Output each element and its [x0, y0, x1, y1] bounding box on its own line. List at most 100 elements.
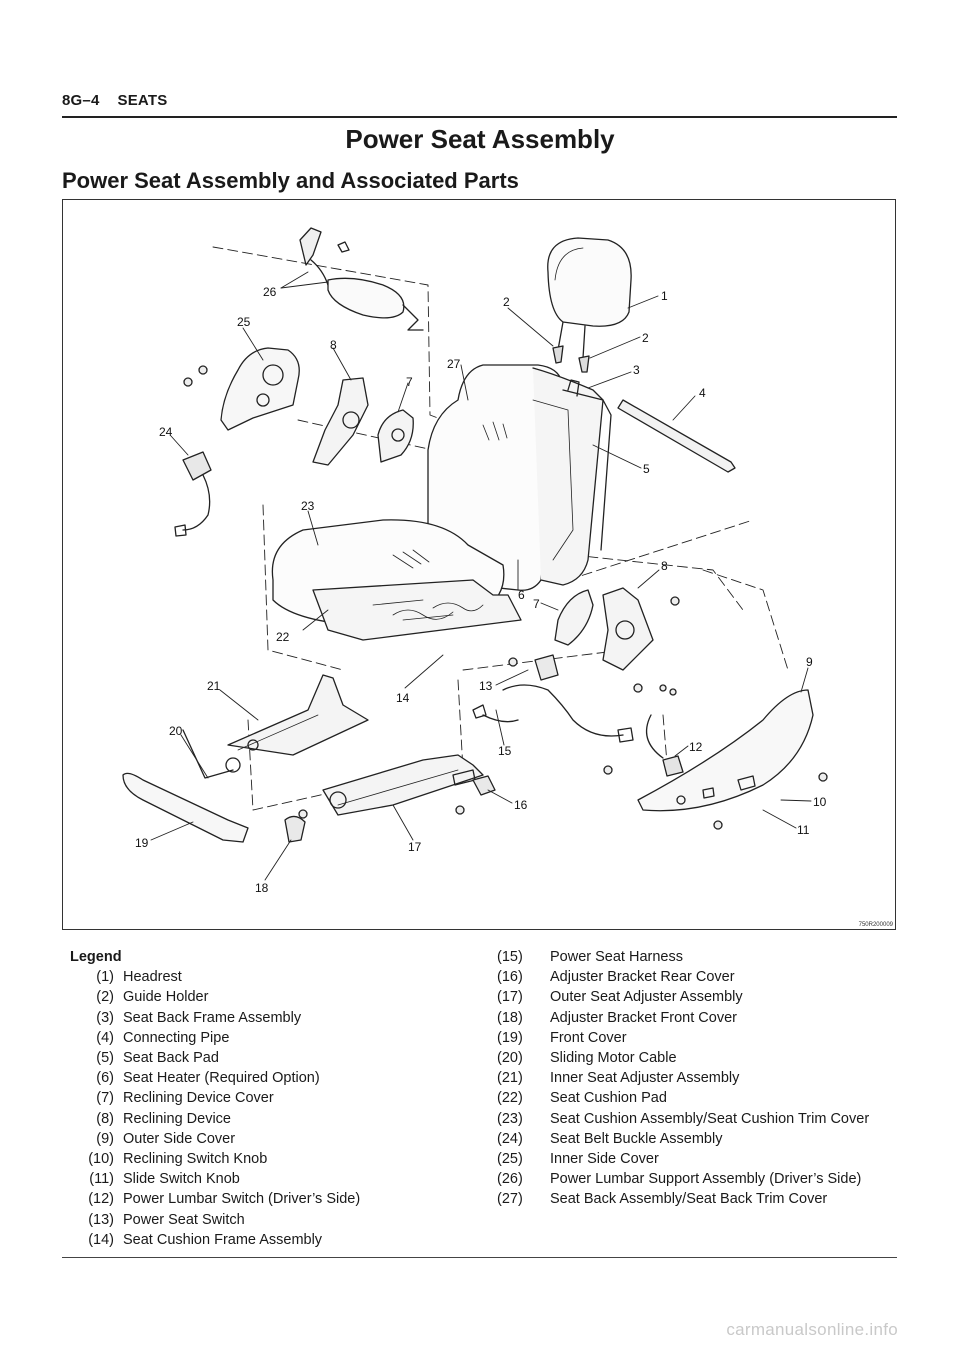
legend-item-text: Reclining Device Cover	[123, 1090, 274, 1107]
legend-item-text: Inner Side Cover	[550, 1151, 659, 1168]
callout-10: 10	[813, 795, 827, 809]
legend-item: (25) Inner Side Cover	[497, 1149, 897, 1169]
callout-5: 5	[643, 462, 650, 476]
bracket-covers-shape	[284, 775, 496, 843]
legend-item: (4)Connecting Pipe	[70, 1028, 490, 1048]
reclining-device-right-shape	[554, 587, 654, 671]
callout-20: 20	[169, 724, 183, 738]
callout-2b: 2	[642, 331, 649, 345]
callout-1: 1	[661, 289, 668, 303]
legend-item-number: (13)	[88, 1211, 114, 1228]
legend-item-text: Seat Back Pad	[123, 1050, 219, 1067]
legend-item: (14) Seat Cushion Frame Assembly	[70, 1230, 490, 1250]
front-cover-shape	[122, 729, 249, 843]
inner-side-cover-shape	[220, 347, 300, 431]
legend-item-text: Headrest	[123, 969, 182, 986]
callout-22: 22	[276, 630, 290, 644]
legend-item-text: Seat Cushion Frame Assembly	[123, 1231, 323, 1248]
footer-rule	[62, 1257, 897, 1258]
legend-item-text: Reclining Device	[123, 1110, 231, 1127]
legend-item-text: Sliding Motor Cable	[550, 1050, 677, 1067]
seat-belt-buckle-shape	[174, 451, 212, 537]
legend-item-number: (23)	[497, 1110, 523, 1127]
connecting-pipe-shape	[617, 399, 736, 473]
legend-item: (26)Power Lumbar Support Assembly (Drive…	[497, 1169, 897, 1189]
legend-item-text: Power Seat Switch	[123, 1211, 245, 1228]
legend-item: (21) Inner Seat Adjuster Assembly	[497, 1068, 897, 1088]
legend-item-number: (10)	[88, 1151, 114, 1168]
legend-item-text: Adjuster Bracket Front Cover	[550, 1009, 737, 1026]
headrest-shape	[547, 237, 632, 373]
callout-15: 15	[498, 744, 512, 758]
legend-item-text: Connecting Pipe	[123, 1029, 230, 1046]
page-number: 8G–4	[62, 92, 100, 109]
legend-item-number: (21)	[497, 1070, 523, 1087]
legend-item-number: (2)	[96, 989, 114, 1006]
legend-item-text: Front Cover	[550, 1029, 627, 1046]
figure-code: 750R200009	[858, 922, 893, 928]
callout-4: 4	[699, 386, 706, 400]
legend-item-text: Seat Heater (Required Option)	[123, 1070, 320, 1087]
legend-item: (6) Seat Heater (Required Option)	[70, 1068, 490, 1088]
callout-11: 11	[797, 823, 810, 837]
leader-lines	[150, 271, 812, 881]
legend-item-number: (27)	[497, 1191, 523, 1208]
legend-item-number: (17)	[497, 989, 523, 1006]
header-rule	[62, 116, 897, 118]
callout-3: 3	[633, 363, 640, 377]
legend-item: (15)Power Seat Harness	[497, 947, 897, 967]
legend-item: (1) Headrest	[70, 967, 490, 987]
legend-heading: Legend	[70, 949, 122, 965]
legend-item: (11) Slide Switch Knob	[70, 1169, 490, 1189]
legend-item-number: (1)	[96, 969, 114, 986]
callout-19: 19	[135, 836, 149, 850]
power-lumbar-shape	[299, 227, 424, 331]
callout-27: 27	[447, 357, 461, 371]
callout-14: 14	[396, 691, 410, 705]
callout-17: 17	[408, 840, 422, 854]
reclining-device-left-shape	[312, 377, 414, 466]
legend-item-text: Seat Belt Buckle Assembly	[550, 1130, 723, 1147]
legend-item-number: (7)	[96, 1090, 114, 1107]
outer-seat-adjuster-shape	[322, 754, 484, 816]
callout-7a: 7	[406, 375, 413, 389]
legend-item: (3)Seat Back Frame Assembly	[70, 1008, 490, 1028]
legend-item-number: (16)	[497, 969, 523, 986]
callout-25: 25	[237, 315, 251, 329]
callout-24: 24	[159, 425, 173, 439]
callout-13: 13	[479, 679, 493, 693]
legend-item: (19) Front Cover	[497, 1028, 897, 1048]
legend-item-number: (5)	[96, 1050, 114, 1067]
callout-6: 6	[518, 588, 525, 602]
legend-item-number: (25)	[497, 1151, 523, 1168]
legend-item: (22)Seat Cushion Pad	[497, 1088, 897, 1108]
legend-item-text: Adjuster Bracket Rear Cover	[550, 969, 735, 986]
legend-item-text: Seat Cushion Assembly/Seat Cushion Trim …	[550, 1110, 870, 1127]
callout-26: 26	[263, 285, 277, 299]
legend-item: (23) Seat Cushion Assembly/Seat Cushion T…	[497, 1109, 897, 1129]
legend-item: (9)Outer Side Cover	[70, 1129, 490, 1149]
legend-item-number: (26)	[497, 1171, 523, 1188]
lumbar-switch-shape	[645, 714, 684, 777]
legend-item-number: (19)	[497, 1029, 523, 1046]
legend-item: (12)Power Lumbar Switch (Driver’s Side)	[70, 1189, 490, 1209]
legend-item: (13) Power Seat Switch	[70, 1210, 490, 1230]
switch-and-harness-shape	[472, 654, 634, 743]
legend-item-number: (6)	[96, 1070, 114, 1087]
watermark: carmanualsonline.info	[726, 1320, 898, 1339]
legend-item-number: (22)	[497, 1090, 523, 1107]
callout-7b: 7	[533, 597, 540, 611]
legend-item: (24) Seat Belt Buckle Assembly	[497, 1129, 897, 1149]
legend-item-number: (12)	[88, 1191, 114, 1208]
legend-item-text: Slide Switch Knob	[123, 1171, 240, 1188]
page-title: Power Seat Assembly	[345, 124, 615, 154]
legend-item-text: Inner Seat Adjuster Assembly	[550, 1070, 740, 1087]
legend-item-number: (14)	[88, 1231, 114, 1248]
legend-item-text: Outer Side Cover	[123, 1130, 236, 1147]
legend-item-number: (24)	[497, 1130, 523, 1147]
legend-item-text: Seat Back Assembly/Seat Back Trim Cover	[550, 1191, 828, 1208]
legend-item: (18)Adjuster Bracket Front Cover	[497, 1008, 897, 1028]
callout-23: 23	[301, 499, 315, 513]
legend-item-number: (11)	[89, 1171, 114, 1188]
